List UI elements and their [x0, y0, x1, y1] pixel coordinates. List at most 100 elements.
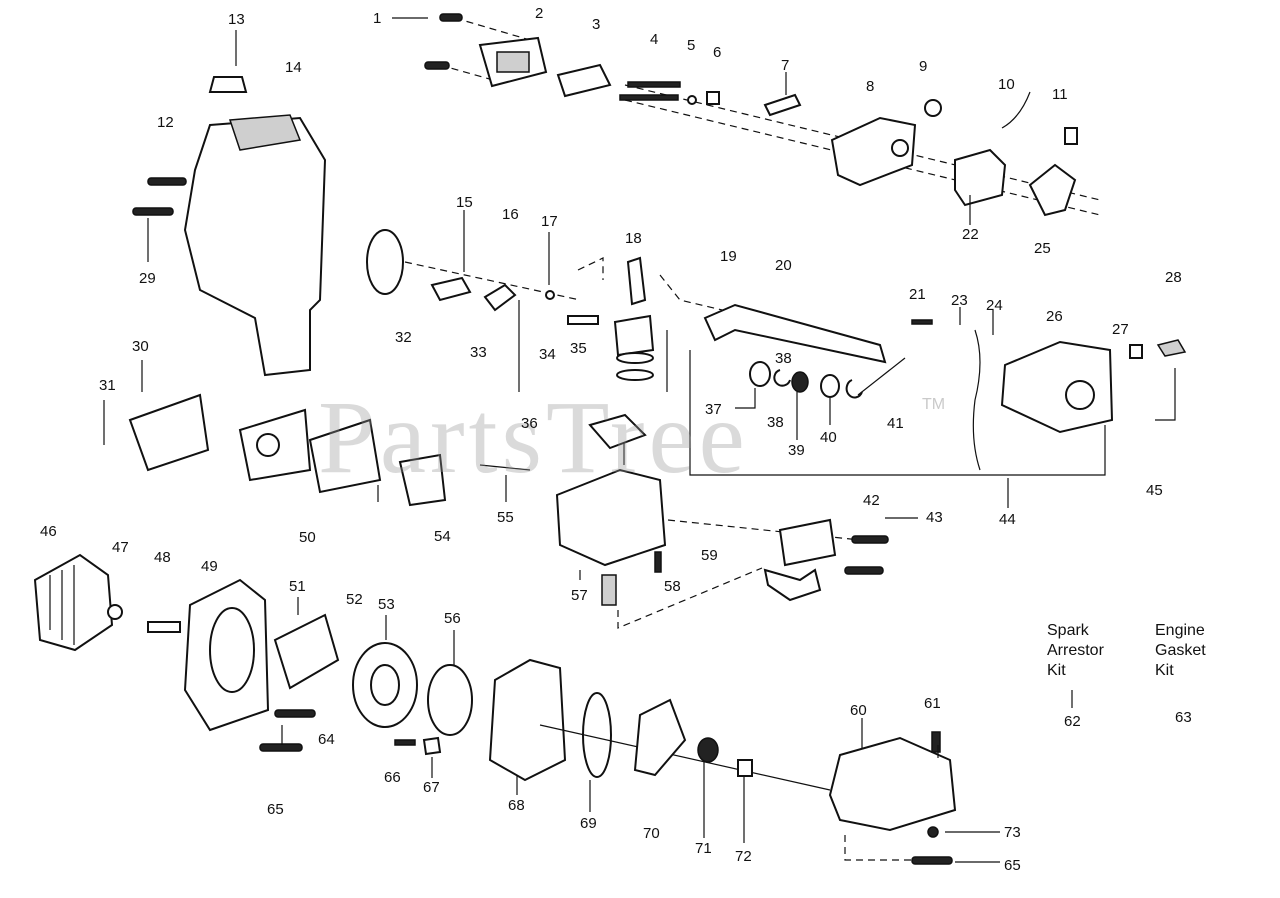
screw-65b [911, 856, 953, 865]
callout-label: 8 [866, 78, 875, 95]
part-10-tube [1001, 91, 1031, 129]
screw-part-29a [147, 177, 187, 186]
callout-label: 16 [502, 206, 519, 223]
callout-label: 37 [705, 401, 722, 418]
callout-label: 38 [767, 414, 784, 431]
callout-label: 71 [695, 840, 712, 857]
callout-label: 10 [998, 76, 1015, 93]
callout-label: 13 [228, 11, 245, 28]
callout-label: 9 [919, 58, 928, 75]
part-2-window [496, 51, 530, 73]
callout-label: 26 [1046, 308, 1063, 325]
engine-gasket-kit-label: Engine Gasket Kit [1155, 622, 1206, 679]
part-33-piston [613, 314, 655, 357]
callout-label: 14 [285, 59, 302, 76]
part-27 [1129, 344, 1143, 359]
callout-label: 66 [384, 769, 401, 786]
trademark-mark: TM [922, 396, 946, 413]
callout-label: 38 [775, 350, 792, 367]
callout-label: 67 [423, 779, 440, 796]
callout-label: 65 [1004, 857, 1021, 874]
callout-label: 69 [580, 815, 597, 832]
callout-label: 31 [99, 377, 116, 394]
part-54-gasket [398, 453, 447, 507]
part-8-hole [891, 139, 909, 157]
callout-label: 68 [508, 797, 525, 814]
callout-label: 59 [701, 547, 718, 564]
callout-label: 34 [539, 346, 556, 363]
part-60-clutch-housing [828, 736, 957, 832]
part-19-crankshaft [703, 303, 887, 364]
plug-wire-dash [617, 567, 763, 629]
screw-43a [851, 535, 889, 544]
callout-label: 28 [1165, 269, 1182, 286]
part-40-washer [820, 374, 840, 398]
part-32-ring [366, 229, 404, 295]
part-37-bearing [749, 361, 771, 387]
part-39-seal [791, 371, 809, 393]
callout-label: 33 [470, 344, 487, 361]
pulley-hub [370, 664, 400, 706]
part-7-clip [763, 93, 802, 117]
top-assembly-dashes [439, 17, 1101, 216]
callout-label: 24 [986, 297, 1003, 314]
part-38-clip [773, 369, 791, 387]
callout-label: 62 [1064, 713, 1081, 730]
part-31-guard [128, 393, 210, 472]
callout-label: 58 [664, 578, 681, 595]
part-67 [422, 736, 442, 756]
callout-label: 44 [999, 511, 1016, 528]
callout-label: 22 [962, 226, 979, 243]
part-6 [706, 91, 720, 105]
washer-part-5 [687, 95, 697, 105]
part-57-cylinder [555, 468, 667, 567]
part-26-bore [1065, 380, 1095, 410]
part-9 [924, 99, 942, 117]
part-68-fan-housing [488, 658, 567, 782]
callout-label: 49 [201, 558, 218, 575]
part-11 [1064, 127, 1078, 145]
part-47-washer [107, 604, 123, 620]
part-70-clutch [633, 698, 687, 777]
callout-label: 52 [346, 591, 363, 608]
screw-part-4 [627, 81, 681, 88]
callout-label: 4 [650, 31, 659, 48]
screw-part-1b [424, 61, 450, 70]
ring-a [616, 352, 654, 364]
part-25-gasket [1028, 163, 1077, 217]
callout-label: 48 [154, 549, 171, 566]
screw-64 [274, 709, 316, 718]
callout-label: 41 [887, 415, 904, 432]
callout-label: 36 [521, 415, 538, 432]
leader-41 [857, 357, 906, 396]
part-17 [545, 290, 555, 300]
callout-label: 73 [1004, 824, 1021, 841]
housing-dash [844, 835, 912, 861]
callout-label: 45 [1146, 482, 1163, 499]
callout-label: 32 [395, 329, 412, 346]
housing-bore [209, 607, 255, 693]
callout-label: 2 [535, 5, 544, 22]
flywheel-fins [49, 565, 75, 645]
part-50-muffler [308, 418, 382, 494]
screw-part-29b [132, 207, 174, 216]
shaft-line [539, 724, 831, 791]
part-41-ring [845, 379, 863, 399]
callout-label: 1 [373, 10, 382, 27]
callout-label: 25 [1034, 240, 1051, 257]
leader-37 [735, 388, 756, 409]
screw-part-1 [439, 13, 463, 22]
callout-label: 55 [497, 509, 514, 526]
callout-label: 50 [299, 529, 316, 546]
callout-label: 18 [625, 230, 642, 247]
part-12-fuel-tank-housing [183, 116, 327, 377]
callout-label: 61 [924, 695, 941, 712]
callout-label: 51 [289, 578, 306, 595]
part-73-nut [927, 826, 939, 838]
part-45-hex-key [1155, 368, 1176, 421]
part-61-screw [931, 731, 941, 753]
callout-label: 54 [434, 528, 451, 545]
callout-label: 47 [112, 539, 129, 556]
callout-label: 12 [157, 114, 174, 131]
